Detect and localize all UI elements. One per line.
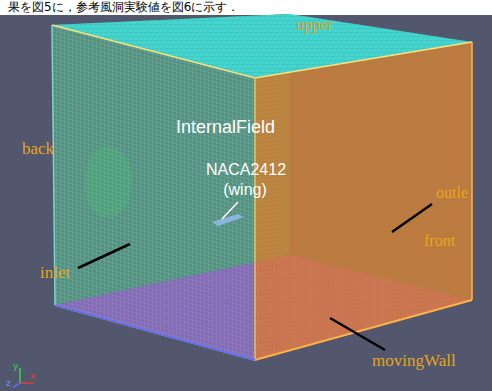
boundary-label: upper xyxy=(296,16,332,34)
axis-letter: x xyxy=(30,372,35,382)
region-label: InternalField xyxy=(176,118,275,138)
boundary-label: inlet xyxy=(40,264,70,283)
boundary-label: front xyxy=(424,232,455,250)
axis-letter: y xyxy=(13,362,18,372)
boundary-label: back xyxy=(22,140,54,159)
wing-label: NACA2412 (wing) xyxy=(206,160,284,200)
axis-letter: z xyxy=(6,379,11,389)
boundary-label: movingWall xyxy=(372,352,456,371)
caption-text: 果を図5に，参考風洞実験値を図6に示す． xyxy=(8,1,239,14)
boundary-label: outle xyxy=(436,184,468,202)
